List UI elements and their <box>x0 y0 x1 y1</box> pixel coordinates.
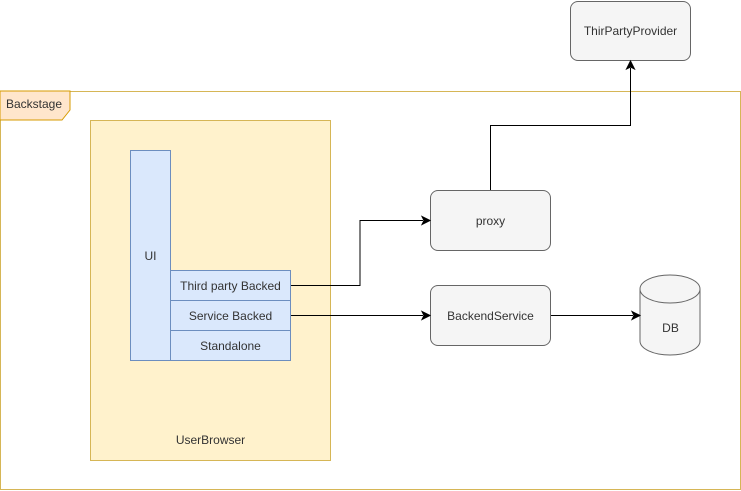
backend-service-label: BackendService <box>447 308 534 323</box>
third-party-provider-label: ThirPartyProvider <box>583 24 678 38</box>
user-browser-label: UserBrowser <box>175 433 246 447</box>
standalone-label: Standalone <box>200 338 261 353</box>
service-backed-plugin[interactable]: Service Backed <box>170 300 291 331</box>
arrowhead-backend-icon <box>420 310 432 321</box>
backstage-frame-label: Backstage <box>6 97 63 111</box>
edge-third-party-to-proxy <box>291 220 423 286</box>
proxy-node[interactable]: proxy <box>430 190 551 251</box>
standalone-plugin[interactable]: Standalone <box>170 330 291 361</box>
third-party-provider-node[interactable]: ThirPartyProvider <box>570 1 691 61</box>
edge-proxy-to-provider <box>490 68 631 190</box>
third-party-backed-plugin[interactable]: Third party Backed <box>170 270 291 301</box>
third-party-backed-label: Third party Backed <box>180 278 281 293</box>
ui-component[interactable]: UI <box>130 150 171 361</box>
arrowhead-provider-icon <box>625 59 636 71</box>
proxy-label: proxy <box>475 213 506 228</box>
service-backed-label: Service Backed <box>188 308 273 323</box>
backend-service-node[interactable]: BackendService <box>430 285 551 346</box>
arrowhead-proxy-icon <box>420 215 432 226</box>
ui-label: UI <box>144 248 157 263</box>
arrowhead-db-icon <box>630 310 642 321</box>
db-label: DB <box>662 321 679 335</box>
